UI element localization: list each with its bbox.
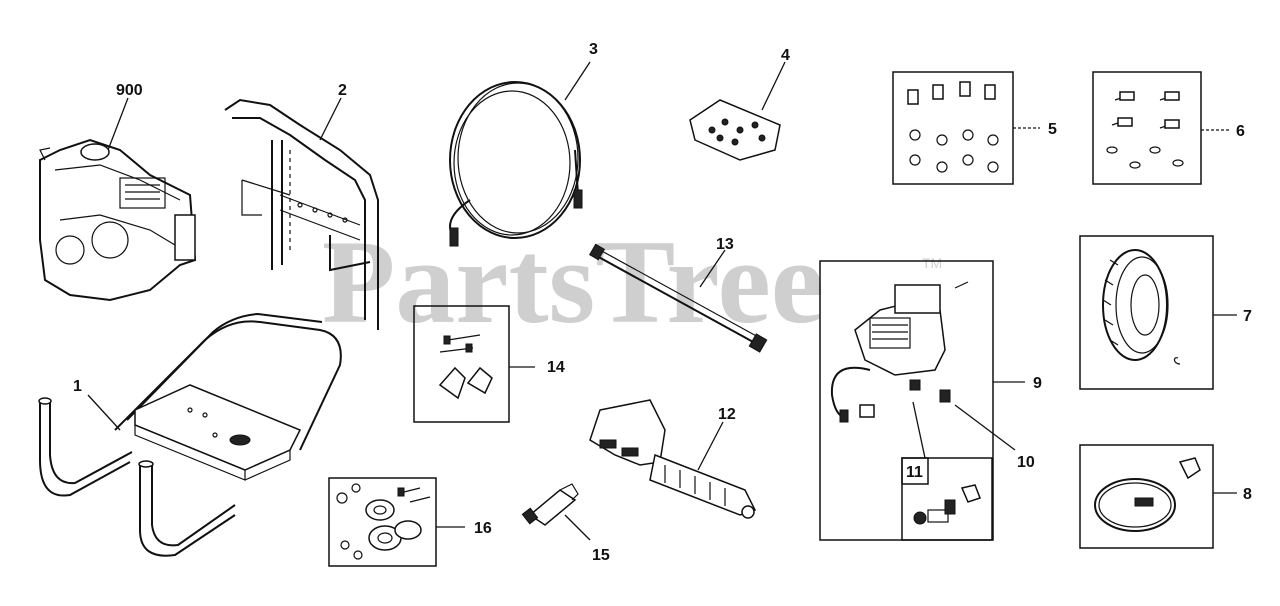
base-frame-part[interactable] (38, 312, 342, 557)
callout-7: 7 (1243, 308, 1252, 325)
callout-11: 11 (906, 464, 923, 481)
callout-900: 900 (116, 82, 143, 99)
callout-9: 9 (1033, 375, 1042, 392)
callout-16: 16 (474, 520, 492, 537)
bearing-kit-box[interactable] (328, 477, 437, 567)
belt-kit-box[interactable] (1079, 444, 1214, 549)
fitting-kit-part (913, 484, 981, 525)
callout-13: 13 (716, 236, 734, 253)
callout-12: 12 (718, 406, 736, 423)
callout-1: 1 (73, 378, 82, 395)
callout-8: 8 (1243, 486, 1252, 503)
spray-gun-part[interactable] (589, 399, 757, 519)
callout-15: 15 (592, 547, 610, 564)
hose-part[interactable] (449, 81, 583, 247)
engine-part[interactable] (39, 138, 197, 302)
knob-kit-box[interactable] (413, 305, 510, 423)
mount-and-nut-set-5 (907, 81, 999, 173)
hardware-kit-6-box[interactable] (1092, 71, 1202, 185)
bearing-kit-part (336, 483, 431, 560)
watermark-text: PartsTree (322, 215, 824, 348)
knob-kit-part (438, 334, 493, 400)
belt-kit-part (1094, 457, 1201, 532)
callout-14: 14 (547, 359, 565, 376)
callout-5: 5 (1048, 121, 1057, 138)
handle-frame-part[interactable] (224, 98, 379, 330)
callout-4: 4 (781, 47, 790, 64)
wheel-box[interactable] (1079, 235, 1214, 390)
nozzle-part[interactable] (521, 483, 579, 526)
bolt-and-washer-set-6 (1106, 91, 1184, 169)
callout-11-frame (901, 457, 929, 485)
callout-2: 2 (338, 82, 347, 99)
fitting-kit-box[interactable] (901, 457, 993, 541)
callout-6: 6 (1236, 123, 1245, 140)
hardware-bag-part[interactable] (689, 99, 781, 161)
pump-part (830, 281, 969, 423)
watermark-tm: TM (922, 255, 942, 271)
wand-part[interactable] (588, 243, 768, 353)
wheel-part (1102, 249, 1181, 365)
callout-3: 3 (589, 41, 598, 58)
callout-10: 10 (1017, 454, 1035, 471)
